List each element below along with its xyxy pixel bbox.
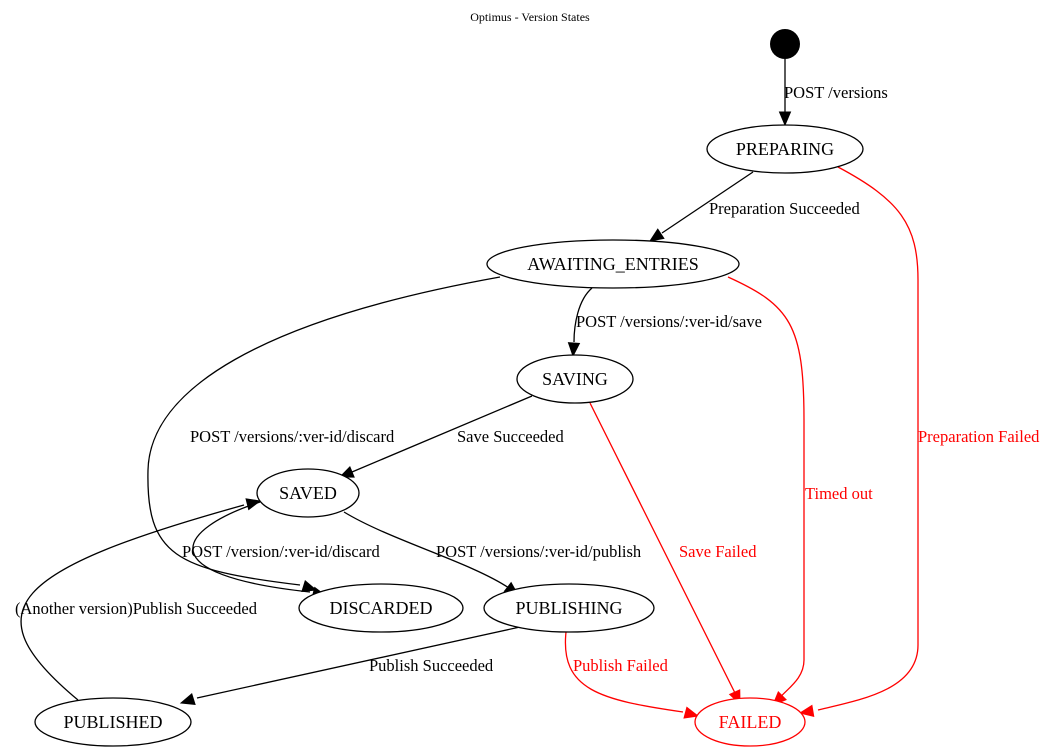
state-label: AWAITING_ENTRIES	[527, 254, 699, 274]
edge-preparing-failed: Preparation Failed	[798, 166, 1040, 717]
edge-line	[192, 501, 311, 593]
edge-line	[564, 631, 684, 713]
edge-label: (Another version)Publish Succeeded	[15, 599, 258, 618]
edge-awaiting-saving: POST /versions/:ver-id/save	[567, 287, 762, 358]
edge-line	[573, 287, 593, 343]
edge-label: POST /version/:ver-id/discard	[182, 542, 381, 561]
edge-line	[20, 504, 245, 701]
edge-publishing-published: Publish Succeeded	[179, 626, 521, 705]
edge-label: POST /versions/:ver-id/publish	[436, 542, 642, 561]
edge-line	[351, 395, 533, 473]
state-saving: SAVING	[516, 354, 634, 404]
state-failed: FAILED	[694, 697, 806, 747]
edge-arrowhead	[301, 580, 318, 592]
state-preparing: PREPARING	[706, 124, 864, 174]
edge-arrowhead	[179, 693, 196, 705]
state-ellipse	[516, 354, 634, 404]
state-ellipse	[256, 468, 360, 518]
edge-published-saved: (Another version)Publish Succeeded	[15, 498, 262, 701]
initial-state-dot	[770, 29, 800, 59]
edge-awaiting-discarded: POST /versions/:ver-id/discard	[147, 276, 501, 592]
state-ellipse	[706, 124, 864, 174]
diagram-title: Optimus - Version States	[470, 10, 590, 24]
edge-start-preparing: POST /versions	[778, 59, 888, 127]
edge-line	[343, 511, 510, 589]
edge-preparing-awaiting: Preparation Succeeded	[648, 171, 860, 242]
edge-saving-failed: Save Failed	[589, 402, 757, 706]
state-saved: SAVED	[256, 468, 360, 518]
state-ellipse	[298, 583, 464, 633]
edge-line	[147, 276, 501, 586]
edge-saving-saved: Save Succeeded	[338, 395, 564, 478]
state-label: SAVING	[542, 369, 608, 389]
edge-publishing-failed: Publish Failed	[564, 631, 700, 719]
edge-line	[589, 402, 737, 696]
state-published: PUBLISHED	[34, 697, 192, 747]
edge-label: Publish Succeeded	[369, 656, 494, 675]
edge-line	[196, 626, 521, 699]
edge-label: Save Succeeded	[457, 427, 564, 446]
state-label: SAVED	[279, 483, 337, 503]
edge-label: Preparation Failed	[918, 427, 1040, 446]
edge-line	[817, 166, 919, 711]
edge-label: POST /versions/:ver-id/save	[576, 312, 762, 331]
edge-arrowhead	[778, 111, 792, 127]
state-label: FAILED	[719, 712, 782, 732]
edge-line	[727, 276, 805, 701]
state-ellipse	[34, 697, 192, 747]
edge-arrowhead	[798, 704, 815, 717]
edge-label: Preparation Succeeded	[709, 199, 860, 218]
state-publishing: PUBLISHING	[483, 583, 655, 633]
state-label: PUBLISHED	[63, 712, 162, 732]
edge-arrowhead	[683, 706, 700, 719]
state-ellipse	[486, 239, 740, 289]
state-ellipse	[483, 583, 655, 633]
edge-arrowhead	[648, 228, 665, 242]
nodes-layer: PREPARING AWAITING_ENTRIES SAVING SAVED DISC…	[34, 29, 864, 747]
edge-label: POST /versions	[784, 83, 888, 102]
state-ellipse	[694, 697, 806, 747]
edge-label: Timed out	[805, 484, 873, 503]
edge-line	[661, 171, 754, 234]
state-label: PUBLISHING	[515, 598, 622, 618]
state-label: DISCARDED	[329, 598, 432, 618]
edge-arrowhead	[567, 342, 581, 358]
edge-arrowhead	[245, 498, 262, 511]
edge-label: Publish Failed	[573, 656, 669, 675]
edge-label: POST /versions/:ver-id/discard	[190, 427, 395, 446]
state-label: PREPARING	[736, 139, 834, 159]
state-discarded: DISCARDED	[298, 583, 464, 633]
state-awaiting-entries: AWAITING_ENTRIES	[486, 239, 740, 289]
state-start	[770, 29, 800, 59]
edge-saved-publishing: POST /versions/:ver-id/publish	[343, 511, 642, 596]
edge-awaiting-failed: Timed out	[727, 276, 873, 706]
edge-label: Save Failed	[679, 542, 757, 561]
